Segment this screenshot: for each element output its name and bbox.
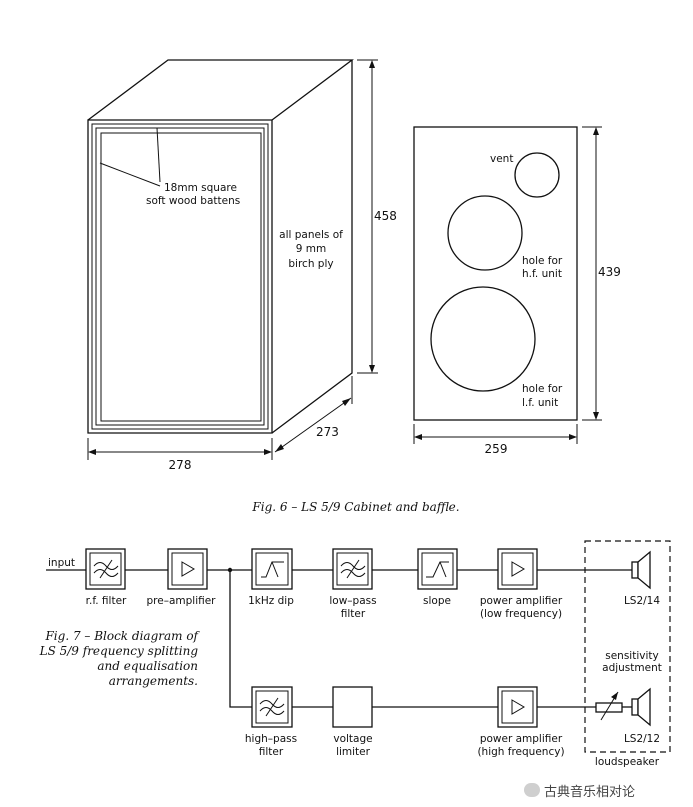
baffle-drawing [413,126,578,421]
low-pass-label-line1: low–pass [329,595,376,607]
batten-label-line1: 18mm square [164,182,237,194]
power-amp-low-label-line2: (low frequency) [480,608,562,620]
high-pass-filter-block [251,686,293,728]
power-amp-low-label-line1: power amplifier [480,595,563,607]
speaker-ls2-12 [631,687,651,727]
cabinet-height-value: 458 [374,209,397,223]
voltage-limiter-block [332,686,373,728]
cabinet-width-dimension [87,438,273,460]
hf-label-line2: h.f. unit [522,268,562,280]
dip-label: 1kHz dip [248,595,294,607]
slope-label: slope [423,595,451,607]
watermark-text: 古典音乐相对论 [544,784,636,800]
vent-hole [514,152,560,198]
junction-dot [227,567,233,573]
power-amp-low-block [497,548,538,590]
lf-label-line2: l.f. unit [522,397,558,409]
baffle-width-value: 259 [485,442,508,456]
speaker-ls2-14 [631,550,651,590]
fig7-caption-line3: and equalisation [97,659,198,673]
low-pass-label-line2: filter [341,608,366,620]
cabinet-depth-dimension [274,376,353,453]
loudspeaker-label: loudspeaker [595,756,660,768]
speaker-ls2-14-label: LS2/14 [624,595,660,607]
voltage-limiter-label-line1: voltage [333,733,372,745]
power-amp-high-block [497,686,538,728]
slope-block [417,548,458,590]
baffle-height-value: 439 [598,265,621,279]
panel-label-line2: 9 mm [296,243,326,255]
hf-label-line1: hole for [522,255,563,267]
speaker-ls2-12-label: LS2/12 [624,733,660,745]
cabinet-width-value: 278 [169,458,192,472]
pre-amplifier-label: pre–amplifier [146,595,216,607]
fig7-caption-line2: LS 5/9 frequency splitting [39,644,199,658]
signal-lines [46,569,632,708]
panel-label-line1: all panels of [279,229,343,241]
sensitivity-label-line1: sensitivity [605,650,658,662]
sensitivity-adjustment-resistor [595,691,623,721]
loudspeaker-enclosure-box [584,540,671,753]
baffle-width-dimension [413,424,578,444]
cabinet-drawing [87,59,354,434]
power-amp-high-label-line1: power amplifier [480,733,563,745]
rf-filter-block [85,548,126,590]
rf-filter-label: r.f. filter [86,595,127,607]
low-pass-filter-block [332,548,373,590]
lf-hole [430,286,536,392]
lf-label-line1: hole for [522,383,563,395]
fig7-caption-line1: Fig. 7 – Block diagram of [44,629,200,643]
baffle-height-dimension [582,126,602,421]
voltage-limiter-label-line2: limiter [336,746,371,758]
high-pass-label-line2: filter [259,746,284,758]
panel-label-line3: birch ply [288,258,333,270]
power-amp-high-label-line2: (high frequency) [477,746,564,758]
hf-hole [447,195,523,271]
vent-label: vent [490,153,513,165]
sensitivity-label-line2: adjustment [602,662,662,674]
fig6-caption: Fig. 6 – LS 5/9 Cabinet and baffle. [251,500,459,514]
input-label: input [48,557,75,569]
wechat-icon [524,783,540,797]
watermark: 古典音乐相对论 [524,779,689,801]
fig7-caption-line4: arrangements. [109,674,198,688]
pre-amplifier-block [167,548,208,590]
cabinet-height-dimension [357,59,378,374]
dip-block [251,548,293,590]
cabinet-depth-value: 273 [316,425,339,439]
batten-label-line2: soft wood battens [146,195,240,207]
high-pass-label-line1: high–pass [245,733,297,745]
